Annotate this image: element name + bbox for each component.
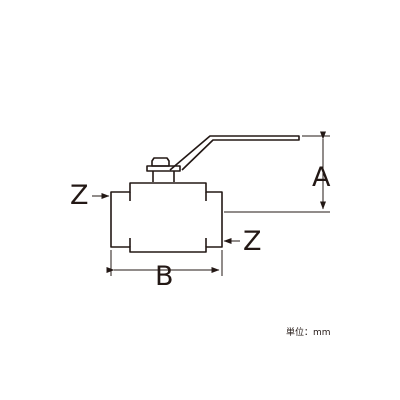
handle-lever <box>169 135 300 171</box>
stem-neck <box>152 171 175 182</box>
port-left-label: Z <box>70 180 89 211</box>
dimension-a-label: A <box>312 162 331 193</box>
dimension-b-label: B <box>155 261 174 292</box>
port-right-label: Z <box>243 226 262 257</box>
dimension-lines <box>92 131 330 276</box>
stem-nut <box>151 157 170 167</box>
valve-outline <box>110 135 300 253</box>
gland-packing <box>146 165 181 172</box>
unit-note: 単位：mm <box>286 328 331 338</box>
